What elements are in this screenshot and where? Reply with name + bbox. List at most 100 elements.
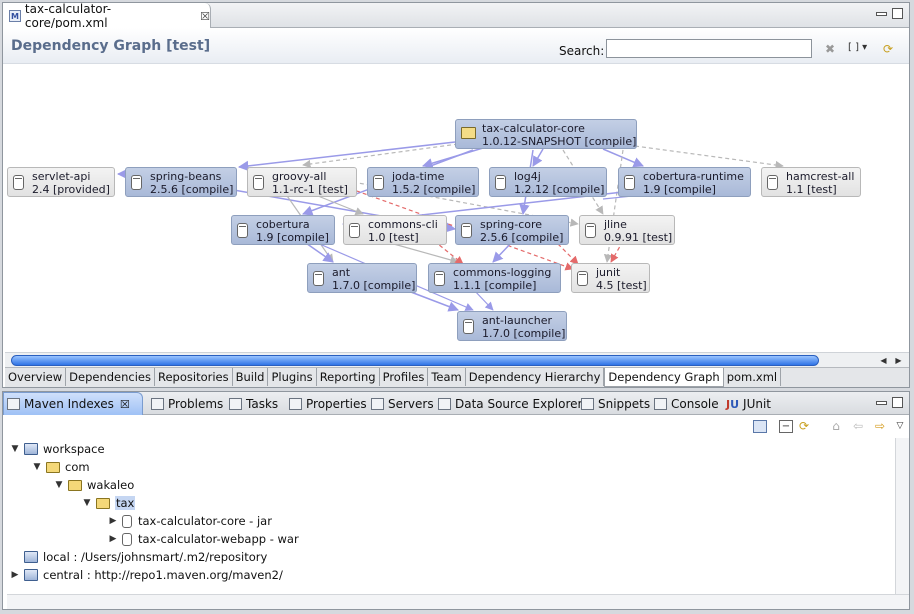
jar-icon — [577, 271, 588, 286]
node-joda-time[interactable]: joda-time 1.5.2 [compile] — [367, 167, 479, 197]
jar-icon — [373, 175, 384, 190]
node-tax-calculator-core[interactable]: tax-calculator-core 1.0.12-SNAPSHOT [com… — [455, 119, 637, 149]
tab-profiles[interactable]: Profiles — [380, 368, 429, 386]
tree-item-tax[interactable]: ▼ tax — [81, 494, 136, 512]
node-servlet-api[interactable]: servlet-api 2.4 [provided] — [7, 167, 115, 197]
tree-item-wakaleo[interactable]: ▼ wakaleo — [53, 476, 135, 494]
node-commons-cli[interactable]: commons-cli 1.0 [test] — [343, 215, 447, 245]
refresh-icon[interactable]: ⟳ — [883, 42, 894, 56]
clear-search-icon[interactable]: ✖ — [825, 42, 836, 56]
tab-dependency-graph[interactable]: Dependency Graph — [604, 368, 724, 387]
tab-problems[interactable]: Problems — [148, 393, 223, 414]
expanded-icon[interactable]: ▼ — [55, 480, 63, 490]
project-folder-icon — [461, 127, 476, 139]
node-commons-logging[interactable]: commons-logging 1.1.1 [compile] — [428, 263, 561, 293]
expanded-icon[interactable]: ▼ — [33, 462, 41, 472]
jar-icon — [122, 514, 132, 528]
node-spring-core[interactable]: spring-core 2.5.6 [compile] — [455, 215, 569, 245]
view-toolbar: − ⟳ ⌂ ⇦ ⇨ ▽ — [3, 415, 909, 437]
node-cobertura-runtime[interactable]: cobertura-runtime 1.9 [compile] — [618, 167, 751, 197]
maximize-icon[interactable] — [892, 8, 903, 19]
tree-item-workspace[interactable]: ▼ workspace — [9, 440, 105, 458]
collapsed-icon[interactable]: ▶ — [109, 534, 117, 544]
maven-indexes-view: Maven Indexes ☒ Problems Tasks Propertie… — [2, 391, 910, 610]
node-ant-launcher[interactable]: ant-launcher 1.7.0 [compile] — [457, 311, 567, 341]
jar-icon — [349, 223, 360, 238]
forward-icon[interactable]: ⇨ — [874, 419, 886, 433]
node-jline[interactable]: jline 0.9.91 [test] — [579, 215, 675, 245]
node-ant[interactable]: ant 1.7.0 [compile] — [307, 263, 417, 293]
tree-item-local-repository[interactable]: local : /Users/johnsmart/.m2/repository — [9, 548, 267, 566]
expanded-icon[interactable]: ▼ — [83, 498, 91, 508]
tab-overview[interactable]: Overview — [5, 368, 67, 386]
node-log4j[interactable]: log4j 1.2.12 [compile] — [489, 167, 607, 197]
tab-build[interactable]: Build — [233, 368, 269, 386]
tree-vertical-scrollbar[interactable] — [895, 438, 909, 594]
jar-icon — [237, 223, 248, 238]
collapse-all-icon[interactable]: − — [779, 420, 793, 433]
tasks-icon — [229, 397, 242, 410]
tab-data-source-explorer[interactable]: Data Source Explorer — [435, 393, 582, 414]
editor-tab-pom[interactable]: M tax-calculator-core/pom.xml ☒ — [3, 2, 211, 30]
refresh-icon[interactable]: ⟳ — [798, 419, 810, 433]
minimize-icon[interactable] — [876, 401, 887, 405]
node-groovy-all[interactable]: groovy-all 1.1-rc-1 [test] — [247, 167, 357, 197]
edge-root-groovy — [302, 143, 459, 169]
tab-repositories[interactable]: Repositories — [155, 368, 233, 386]
dependency-graph-canvas[interactable]: tax-calculator-core 1.0.12-SNAPSHOT [com… — [3, 64, 909, 352]
tab-pom-xml[interactable]: pom.xml — [724, 368, 782, 386]
tab-junit[interactable]: JU JUnit — [726, 396, 771, 411]
graph-header: Dependency Graph [test] Search: ✖ [ ] ▾ … — [3, 28, 909, 64]
junit-icon: JU — [726, 397, 740, 411]
jar-icon — [463, 319, 474, 334]
scrollbar-thumb[interactable] — [11, 355, 819, 366]
search-label: Search: — [559, 44, 605, 58]
tab-snippets[interactable]: Snippets — [578, 393, 650, 414]
node-spring-beans[interactable]: spring-beans 2.5.6 [compile] — [125, 167, 237, 197]
minimize-icon[interactable] — [876, 12, 887, 16]
node-junit[interactable]: junit 4.5 [test] — [571, 263, 650, 293]
node-cobertura[interactable]: cobertura 1.9 [compile] — [231, 215, 335, 245]
tab-servers[interactable]: Servers — [368, 393, 434, 414]
collapsed-icon[interactable]: ▶ — [109, 516, 117, 526]
tab-console[interactable]: Console — [651, 393, 719, 414]
servers-icon — [371, 397, 384, 410]
scroll-right-icon[interactable]: ▶ — [895, 356, 902, 365]
scroll-left-icon[interactable]: ◀ — [880, 356, 887, 365]
tree-item-com[interactable]: ▼ com — [31, 458, 90, 476]
maximize-icon[interactable] — [892, 397, 903, 408]
view-tab-bar: Maven Indexes ☒ Problems Tasks Propertie… — [3, 392, 909, 415]
search-input[interactable] — [606, 39, 812, 58]
layout-menu-icon[interactable]: [ ] ▾ — [848, 42, 868, 53]
rebuild-index-icon[interactable] — [753, 420, 767, 433]
tab-plugins[interactable]: Plugins — [268, 368, 317, 386]
folder-open-icon — [68, 479, 82, 491]
tab-maven-indexes[interactable]: Maven Indexes ☒ — [3, 392, 143, 415]
jar-icon — [13, 175, 24, 190]
view-menu-icon[interactable]: ▽ — [896, 421, 904, 431]
tab-dependency-hierarchy[interactable]: Dependency Hierarchy — [466, 368, 605, 386]
expanded-icon[interactable]: ▼ — [11, 444, 19, 454]
collapsed-icon[interactable]: ▶ — [11, 570, 19, 580]
back-icon[interactable]: ⇦ — [852, 419, 864, 433]
close-icon[interactable]: ☒ — [119, 397, 130, 411]
maven-index-tree[interactable]: ▼ workspace ▼ com ▼ wakaleo ▼ tax ▶ tax-… — [7, 438, 895, 594]
tree-horizontal-scrollbar[interactable] — [7, 594, 909, 609]
node-hamcrest-all[interactable]: hamcrest-all 1.1 [test] — [761, 167, 861, 197]
repository-icon — [24, 569, 38, 581]
data-source-icon — [438, 397, 451, 410]
tab-tasks[interactable]: Tasks — [226, 393, 278, 414]
maven-indexes-icon — [7, 398, 20, 410]
snippets-icon — [581, 397, 594, 410]
tree-item-tax-calculator-core[interactable]: ▶ tax-calculator-core - jar — [107, 512, 272, 530]
tab-properties[interactable]: Properties — [286, 393, 367, 414]
tree-item-central-repository[interactable]: ▶ central : http://repo1.maven.org/maven… — [9, 566, 283, 584]
tab-reporting[interactable]: Reporting — [317, 368, 380, 386]
graph-horizontal-scrollbar[interactable]: ◀ ▶ — [5, 352, 909, 367]
tab-team[interactable]: Team — [428, 368, 466, 386]
page-title: Dependency Graph [test] — [11, 38, 211, 54]
home-icon[interactable]: ⌂ — [832, 419, 840, 433]
close-icon[interactable]: ☒ — [200, 9, 210, 23]
tab-dependencies[interactable]: Dependencies — [66, 368, 155, 386]
tree-item-tax-calculator-webapp[interactable]: ▶ tax-calculator-webapp - war — [107, 530, 299, 548]
